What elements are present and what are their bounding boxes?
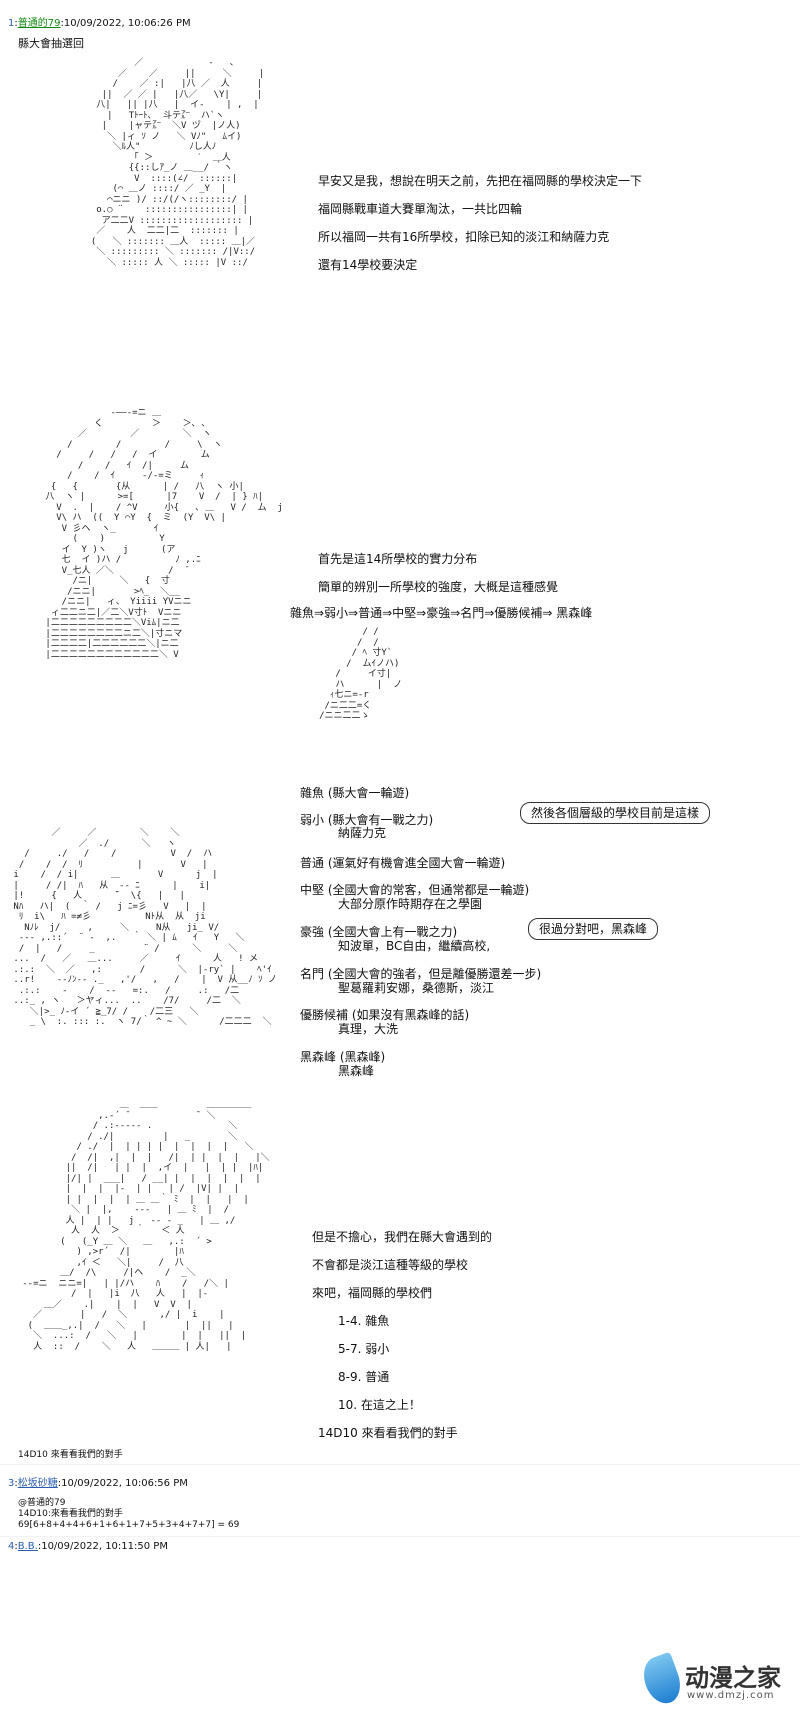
speech-bubble: 很過分對吧，黑森峰 (528, 918, 659, 940)
post-datetime: 10/09/2022, 10:06:56 PM (61, 1478, 188, 1489)
post-header: 4:B.B.:10/09/2022, 10:11:50 PM (8, 1541, 168, 1552)
tier-schools: 大部分原作時期存在之學園 (338, 897, 483, 911)
post-header: 3:松坂砂糖:10/09/2022, 10:06:56 PM (8, 1478, 188, 1489)
poster-name[interactable]: 普通的79 (17, 18, 61, 29)
post-number[interactable]: 4 (8, 1541, 15, 1552)
tier-schools: 真理，大洗 (338, 1022, 399, 1036)
dialogue-line: 福岡縣戰車道大賽單淘汰，一共比四輪 (318, 202, 523, 216)
dialogue-line: 所以福岡一共有16所學校，扣除已知的淡江和納薩力克 (318, 230, 610, 244)
tier-ranking: 雜魚⇒弱小⇒普通⇒中堅⇒豪強⇒名門⇒優勝候補⇒ 黑森峰 (290, 606, 593, 620)
post-datetime: 10/09/2022, 10:06:26 PM (63, 18, 191, 29)
dice-range: 8-9. 普通 (338, 1370, 390, 1384)
water-drop-icon (637, 1651, 687, 1709)
reply-mention[interactable]: @普通的79 (18, 1498, 66, 1508)
ascii-art-panel-3: ／ ／ ＼ ＼ ／ ./ ＼ ヽ / ./ / / V / ハ / / / ﾘ … (13, 828, 277, 1027)
post-title: 縣大會抽選回 (18, 37, 84, 50)
tier-schools: 納薩力克 (338, 826, 387, 840)
dice-result: 69[6+8+4+4+6+1+6+1+7+5+3+4+7+7] = 69 (18, 1520, 240, 1530)
dialogue-line: 不會都是淡江這種等級的學校 (312, 1258, 469, 1272)
poster-name[interactable]: 松坂砂糖 (17, 1478, 58, 1489)
dice-command: 14D10 來看看我們的對手 (318, 1426, 458, 1440)
post-datetime: 10/09/2022, 10:11:50 PM (41, 1541, 168, 1552)
tier-item: 豪強 (全國大會上有一戰之力) (300, 925, 458, 939)
tier-item: 優勝候補 (如果沒有黑森峰的話) (300, 1008, 470, 1022)
post-number[interactable]: 3 (8, 1478, 15, 1489)
tier-item: 中堅 (全國大會的常客，但通常都是一輪遊) (300, 883, 530, 897)
tier-schools: 黑森峰 (338, 1064, 375, 1078)
speech-bubble: 然後各個層級的學校目前是這樣 (520, 802, 711, 824)
ascii-art-panel-2: ‐――‐=ニ ＿ く ＞ ＞､ ､ ／ ／ ＼ ヽ / / / \ ヽ / / … (45, 408, 283, 660)
dice-command: 14D10:來看看我們的對手 (18, 1509, 123, 1519)
tier-item: 普通 (運氣好有機會進全國大會一輪遊) (300, 856, 506, 870)
tier-schools: 聖葛羅莉安娜，桑德斯，淡江 (338, 981, 495, 995)
site-watermark: 动漫之家 www.dmzj.com (637, 1651, 795, 1712)
dialogue-line: 但是不擔心，我們在縣大會遇到的 (312, 1230, 493, 1244)
tier-item: 黑森峰 (黑森峰) (300, 1050, 386, 1064)
tier-item: 弱小 (縣大會有一戰之力) (300, 813, 434, 827)
watermark-url: www.dmzj.com (687, 1690, 775, 1701)
ascii-art-panel-1: ／ ‐ ､ ／ ／ || ＼ | / ／ :| |八 ／ 人 | || ／ ／ … (90, 58, 265, 268)
watermark-name: 动漫之家 (685, 1664, 781, 1692)
dice-range: 5-7. 弱小 (338, 1342, 390, 1356)
dice-range: 10. 在這之上！ (338, 1398, 421, 1412)
dialogue-line: 來吧，福岡縣的學校們 (312, 1286, 433, 1300)
post-footer-text: 14D10 來看看我們的對手 (18, 1450, 123, 1460)
tier-item: 雜魚 (縣大會一輪遊) (300, 786, 410, 800)
poster-name[interactable]: B.B. (17, 1541, 38, 1552)
tier-schools: 知波單，BC自由，繼續高校, (338, 939, 491, 953)
ascii-art-panel-4: ＿ ＿＿ ＿＿＿＿＿ ,.‐´ ̄ ̄ ＼ / .:‐‐‐‐‐ . ＼ / ./… (22, 1100, 270, 1352)
post-number[interactable]: 1 (8, 18, 15, 29)
dialogue-line: 簡單的辨別一所學校的強度，大概是這種感覺 (318, 580, 559, 594)
ascii-art-panel-2-side: / / / / / ﾍ 寸Y` / ムｲノハ) / イ寸| ハ | ノ ｨ七ニ=… (319, 627, 403, 721)
post-header: 1:普通的79:10/09/2022, 10:06:26 PM (8, 18, 191, 29)
dialogue-line: 首先是這14所學校的實力分布 (318, 552, 478, 566)
dice-range: 1-4. 雜魚 (338, 1314, 390, 1328)
tier-item: 名門 (全國大會的強者，但是離優勝還差一步) (300, 967, 542, 981)
dialogue-line: 早安又是我，想說在明天之前，先把在福岡縣的學校決定一下 (318, 174, 643, 188)
dialogue-line: 還有14學校要決定 (318, 258, 418, 272)
